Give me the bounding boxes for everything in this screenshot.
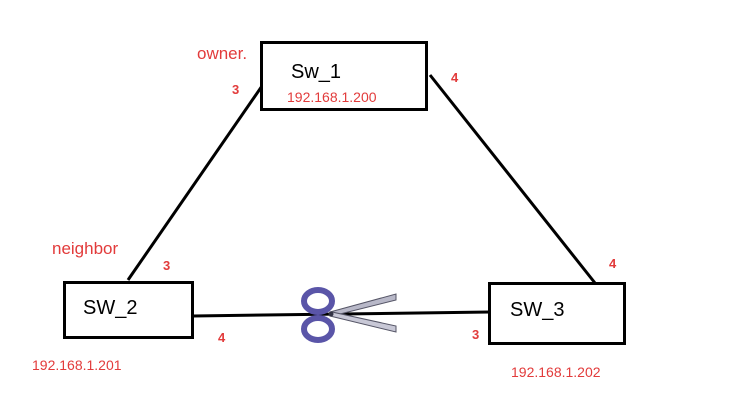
switch-sw2-name: SW_2	[83, 297, 138, 319]
port-sw3-top: 4	[609, 256, 617, 271]
port-sw2-right: 4	[218, 330, 226, 345]
switch-sw1-ip: 192.168.1.200	[287, 89, 377, 105]
switch-sw3-name: SW_3	[510, 299, 565, 321]
switch-sw2-box	[63, 281, 194, 339]
link-sw1-sw3	[428, 74, 597, 284]
link-sw1-sw2	[126, 85, 264, 281]
scissors-icon	[301, 287, 397, 343]
switch-sw3-box	[488, 282, 626, 345]
switch-sw3-ip: 192.168.1.202	[511, 364, 601, 380]
switch-sw2-ip: 192.168.1.201	[32, 357, 122, 373]
port-sw2-top: 3	[163, 258, 171, 273]
switch-sw1-box	[260, 41, 428, 111]
port-sw3-left: 3	[472, 327, 480, 342]
switch-sw1-name: Sw_1	[291, 61, 342, 83]
port-sw1-right: 4	[451, 70, 459, 85]
switch-sw2-role: neighbor	[52, 239, 119, 258]
port-sw1-left: 3	[232, 82, 240, 97]
switch-sw1-role: owner.	[197, 44, 248, 63]
